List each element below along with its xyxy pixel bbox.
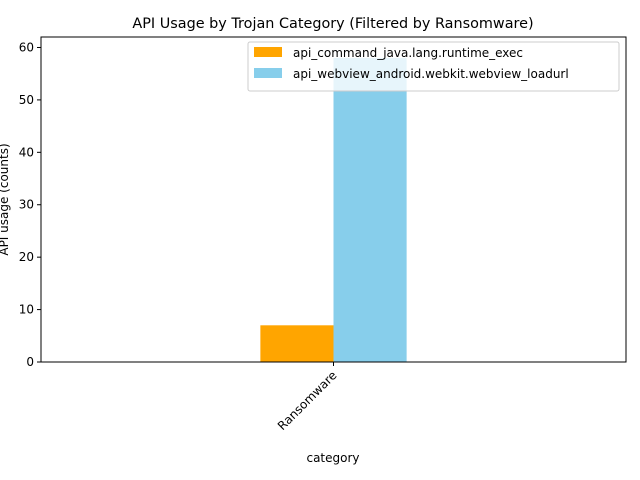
x-tick-label: Ransomware: [275, 368, 340, 433]
bars-group: [260, 57, 407, 362]
legend-swatch: [254, 68, 282, 78]
x-axis: Ransomware: [275, 362, 340, 433]
legend: api_command_java.lang.runtime_exec api_we…: [247, 41, 620, 92]
legend-box: [247, 41, 620, 92]
bar-1-ransomware: [260, 325, 334, 362]
legend-label: api_command_java.lang.runtime_exec: [293, 46, 523, 60]
y-axis-label: API usage (counts): [0, 143, 11, 255]
y-axis: 0 10 20 30 40 50 60: [19, 40, 41, 369]
y-tick-label: 40: [19, 145, 34, 159]
chart-title: API Usage by Trojan Category (Filtered b…: [132, 16, 533, 32]
y-tick-label: 0: [26, 355, 34, 369]
y-tick-label: 20: [19, 250, 34, 264]
legend-swatch: [254, 47, 282, 57]
y-tick-label: 50: [19, 93, 34, 107]
x-axis-label: category: [306, 451, 359, 465]
bar-2-ransomware: [333, 57, 407, 362]
legend-label: api_webview_android.webkit.webview_loadu…: [293, 67, 569, 81]
y-tick-label: 60: [19, 40, 34, 54]
y-tick-label: 10: [19, 303, 34, 317]
y-tick-label: 30: [19, 198, 34, 212]
